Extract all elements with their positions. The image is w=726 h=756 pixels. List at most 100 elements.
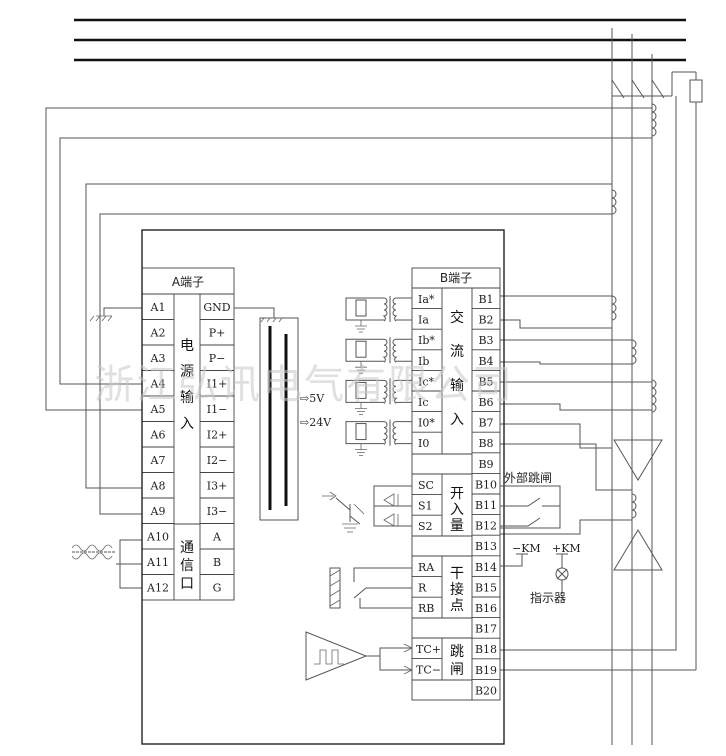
a-power-group-char: 入	[180, 416, 194, 432]
a-pin-a4: A4	[150, 378, 166, 391]
b-pin-b4: B4	[478, 355, 493, 368]
a-comm-group-char: 通	[180, 540, 194, 556]
b-pin-b14: B14	[475, 561, 497, 574]
a-comm-group-char: 口	[180, 576, 194, 592]
cable-cone-upper	[613, 439, 663, 481]
b-pin-b7: B7	[478, 417, 493, 430]
a-power-group-char: 输	[180, 390, 194, 406]
a-pin-right-7: I3+	[207, 480, 228, 493]
b-switch-input-label: SC	[418, 479, 434, 492]
a-pin-right-6: I2−	[207, 454, 228, 467]
b-switch-group-char: 量	[450, 518, 464, 534]
internal-ct-4	[345, 419, 412, 456]
b-trip-input-label: TC+	[416, 643, 441, 656]
a-pin-right-1: P+	[209, 327, 226, 340]
b-ac-input-label: Ib	[418, 355, 429, 368]
b-pin-b19: B19	[475, 664, 497, 677]
a-pin-a5: A5	[150, 403, 166, 416]
b-pin-b2: B2	[478, 314, 493, 327]
b-dry-contact-label: RB	[418, 602, 434, 615]
a-pin-a3: A3	[150, 352, 166, 365]
trip-amplifier	[305, 631, 413, 681]
dry-contact-relay	[329, 567, 412, 609]
a-terminal-block	[141, 267, 235, 601]
b-pin-b1: B1	[478, 293, 493, 306]
b-switch-group-char: 开	[450, 486, 464, 502]
b-ac-input-label: Ib*	[418, 334, 435, 347]
a-power-group-char: 源	[180, 364, 194, 380]
a-pin-a10: A10	[146, 531, 169, 544]
ct-coil-middle	[631, 339, 637, 365]
a-pin-a9: A9	[150, 505, 166, 518]
internal-ct-2	[345, 337, 412, 374]
power-supply-module	[234, 307, 299, 521]
b-dry-contact-label: RA	[418, 561, 435, 574]
b-ac-input-label: Ia	[418, 314, 429, 327]
external-trip-switches	[500, 485, 561, 529]
internal-current-transformers	[345, 296, 412, 456]
indicator-circuit	[500, 553, 568, 568]
a-pin-right-11: G	[213, 582, 222, 595]
b-dry-group-char: 干	[450, 566, 464, 582]
zero-sequence-ct	[631, 493, 637, 519]
internal-ct-3	[345, 378, 412, 415]
b-trip-input-label: TC−	[416, 664, 441, 677]
b-side-wires	[500, 96, 677, 651]
b-pin-b9: B9	[478, 458, 493, 471]
indicator-label: 指示器	[530, 590, 566, 605]
external-trip-label: 外部跳闸	[504, 470, 552, 485]
b-pin-b15: B15	[475, 581, 497, 594]
b-pin-b11: B11	[475, 499, 497, 512]
b-pin-b8: B8	[478, 437, 493, 450]
b-switch-group-char: 入	[450, 502, 464, 518]
a-pin-right-2: P−	[209, 352, 226, 365]
a-pin-right-10: B	[213, 556, 221, 569]
b-ac-input-label: Ia*	[418, 293, 435, 306]
supply-24v-label: ⇨24V	[300, 416, 332, 429]
b-pin-b13: B13	[475, 540, 497, 553]
b-ac-input-label: Ic	[418, 396, 429, 409]
b-switch-input-label: S1	[418, 500, 433, 513]
supply-5v-label: ⇨5V	[300, 392, 325, 405]
a-pin-right-0: GND	[203, 301, 230, 314]
feeder-lines	[611, 28, 672, 745]
b-ac-group-char: 入	[450, 412, 464, 428]
b-pin-b6: B6	[478, 396, 493, 409]
b-terminal-title: B端子	[440, 271, 472, 285]
b-pin-b20: B20	[475, 684, 497, 697]
b-pin-b16: B16	[475, 602, 497, 615]
internal-ct-1	[345, 296, 412, 333]
a-pin-right-5: I2+	[207, 429, 228, 442]
a-pin-a2: A2	[150, 327, 166, 340]
b-pin-b17: B17	[475, 623, 497, 636]
b-pin-b3: B3	[478, 334, 493, 347]
b-ac-group-char: 流	[450, 344, 464, 360]
voltage-transformer	[500, 71, 703, 671]
top-ct-coil	[651, 103, 657, 137]
ct-coil-right	[651, 379, 657, 413]
b-dry-group-char: 点	[450, 598, 464, 614]
a-pin-a11: A11	[146, 556, 169, 569]
b-ac-input-label: I0*	[418, 417, 435, 430]
a-comm-group-char: 信	[180, 558, 194, 574]
b-pin-b12: B12	[475, 520, 497, 533]
a-pin-right-3: I1+	[207, 378, 228, 391]
a-power-group-char: 电	[180, 338, 194, 354]
device-frame	[141, 229, 505, 745]
a-pin-a1: A1	[150, 301, 166, 314]
b-dry-group-char: 接	[450, 581, 464, 598]
a-terminal-title: A端子	[172, 275, 204, 289]
optocoupler-circuit	[322, 485, 412, 533]
km-positive-label: +KM	[552, 542, 581, 555]
a-pin-a6: A6	[150, 429, 166, 442]
b-terminal-block	[411, 267, 501, 701]
b-ac-input-label: Ic*	[418, 375, 435, 388]
b-pin-b10: B10	[475, 478, 497, 491]
ct-coil-left	[611, 189, 617, 321]
km-negative-label: −KM	[512, 542, 541, 555]
a-pin-a8: A8	[150, 480, 166, 493]
a-pin-right-9: A	[212, 531, 222, 544]
b-ac-group-char: 输	[450, 378, 464, 394]
a-pin-a7: A7	[150, 454, 166, 467]
